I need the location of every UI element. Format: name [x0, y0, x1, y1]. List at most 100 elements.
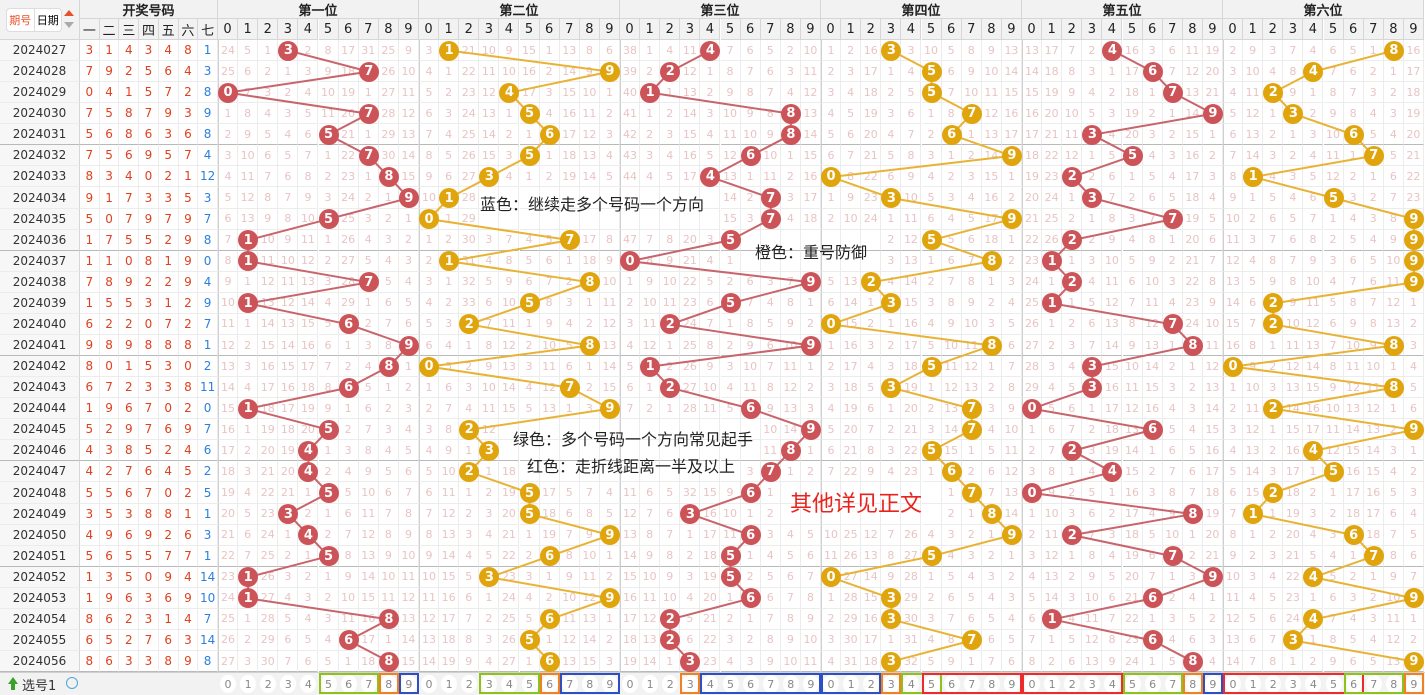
- omission-cell: 4: [1363, 229, 1384, 251]
- digit-col-header: 4: [1102, 19, 1123, 40]
- omission-cell: 10: [981, 61, 1002, 83]
- omission-cell: 16: [519, 61, 540, 83]
- omission-cell: 4: [780, 208, 801, 230]
- omission-cell: 16: [1142, 398, 1163, 420]
- hit-ball: 2: [459, 419, 480, 440]
- omission-cell: 5: [660, 166, 681, 188]
- omission-cell: 4: [700, 124, 721, 146]
- omission-cell: 10: [1383, 250, 1404, 272]
- omission-cell: 9: [1001, 398, 1022, 420]
- hit-ball: 8: [378, 651, 399, 672]
- period-cell: 2024028: [0, 61, 80, 83]
- omission-cell: 5: [1082, 292, 1103, 314]
- omission-cell: 1: [800, 356, 821, 378]
- draw-number: 5: [119, 229, 140, 251]
- omission-cell: 7: [479, 313, 500, 335]
- omission-cell: 21: [1022, 208, 1043, 230]
- trend-line-segment: [1232, 365, 1394, 389]
- omission-cell: 11: [298, 229, 319, 251]
- draw-number: 1: [80, 229, 100, 251]
- omission-cell: 3: [921, 292, 942, 314]
- omission-cell: 3: [1042, 356, 1063, 378]
- omission-cell: 2: [881, 82, 902, 104]
- draw-number: 5: [158, 145, 179, 167]
- select-digit-0[interactable]: 0: [622, 675, 638, 693]
- hit-ball: 8: [780, 440, 801, 461]
- omission-cell: 4: [238, 377, 259, 399]
- omission-cell: 7: [1062, 40, 1083, 62]
- clear-icon[interactable]: [66, 677, 78, 689]
- omission-cell: 22: [1022, 229, 1043, 251]
- hit-ball: 5: [519, 483, 540, 503]
- omission-cell: 1: [740, 166, 761, 188]
- omission-cell: 1: [358, 124, 379, 146]
- omission-cell: 4: [539, 103, 560, 125]
- digit-col-header: 4: [700, 19, 721, 40]
- omission-cell: 2: [740, 187, 761, 209]
- omission-cell: 1: [238, 313, 259, 335]
- omission-cell: 6: [358, 398, 379, 420]
- omission-cell: 2: [398, 229, 419, 251]
- omission-cell: [800, 229, 821, 251]
- omission-cell: 3: [479, 229, 500, 251]
- select-digit-1[interactable]: 1: [441, 675, 458, 693]
- omission-cell: 8: [1062, 61, 1083, 83]
- draw-col-header: 二: [99, 19, 120, 40]
- omission-cell: 17: [1102, 398, 1123, 420]
- hit-ball: 4: [1303, 61, 1324, 82]
- select-digit-0[interactable]: 0: [421, 675, 437, 693]
- omission-cell: 2: [559, 271, 580, 293]
- hit-ball: 8: [981, 335, 1002, 356]
- omission-cell: 9: [218, 271, 239, 293]
- select-digit-1[interactable]: 1: [240, 675, 257, 693]
- omission-cell: [660, 419, 681, 441]
- draw-number: 7: [99, 229, 120, 251]
- omission-cell: 3: [881, 250, 902, 272]
- omission-cell: 4: [780, 82, 801, 104]
- omission-cell: 2: [298, 40, 319, 62]
- omission-cell: 2: [1243, 208, 1264, 230]
- tab-date[interactable]: 日期: [36, 14, 59, 27]
- omission-cell: 1: [599, 82, 620, 104]
- omission-cell: 5: [439, 356, 460, 378]
- omission-cell: 2: [1162, 124, 1183, 146]
- omission-cell: 5: [419, 82, 440, 104]
- omission-cell: 1: [1243, 187, 1264, 209]
- omission-cell: 4: [881, 271, 902, 293]
- omission-cell: 3: [821, 377, 842, 399]
- sort-down-icon[interactable]: [64, 22, 74, 28]
- digit-col-header: 2: [459, 19, 480, 40]
- draw-number: 7: [158, 82, 179, 104]
- select-digit-0[interactable]: 0: [220, 675, 236, 693]
- tab-period[interactable]: 期号: [7, 9, 35, 31]
- omission-cell: 24: [338, 187, 359, 209]
- omission-cell: 10: [660, 271, 681, 293]
- draw-number: 1: [99, 187, 120, 209]
- period-cell: 2024035: [0, 208, 80, 230]
- omission-cell: 4: [398, 419, 419, 441]
- omission-cell: 16: [1022, 103, 1043, 125]
- omission-cell: 1: [640, 377, 661, 399]
- omission-cell: 1: [1042, 271, 1063, 293]
- omission-cell: 9: [941, 313, 962, 335]
- omission-cell: 11: [479, 61, 500, 83]
- omission-cell: 4: [599, 145, 620, 167]
- draw-number: 1: [158, 292, 179, 314]
- omission-cell: 17: [901, 334, 922, 357]
- omission-cell: 18: [1403, 82, 1424, 104]
- omission-cell: 3: [780, 187, 801, 209]
- omission-cell: 8: [298, 166, 319, 188]
- omission-cell: 5: [1142, 166, 1163, 188]
- omission-cell: 19: [841, 398, 862, 420]
- draw-number: 8: [198, 229, 218, 251]
- hit-ball: 8: [1383, 335, 1404, 356]
- omission-cell: 2: [881, 334, 902, 357]
- omission-cell: 2: [258, 61, 279, 83]
- selection-box: [479, 673, 540, 694]
- omission-cell: 13: [1022, 40, 1043, 62]
- select-digit-1[interactable]: 1: [642, 675, 659, 693]
- sort-up-icon[interactable]: [64, 10, 74, 16]
- hit-ball: 7: [358, 103, 379, 124]
- omission-cell: 33: [459, 292, 480, 314]
- hit-ball: 8: [1182, 651, 1203, 672]
